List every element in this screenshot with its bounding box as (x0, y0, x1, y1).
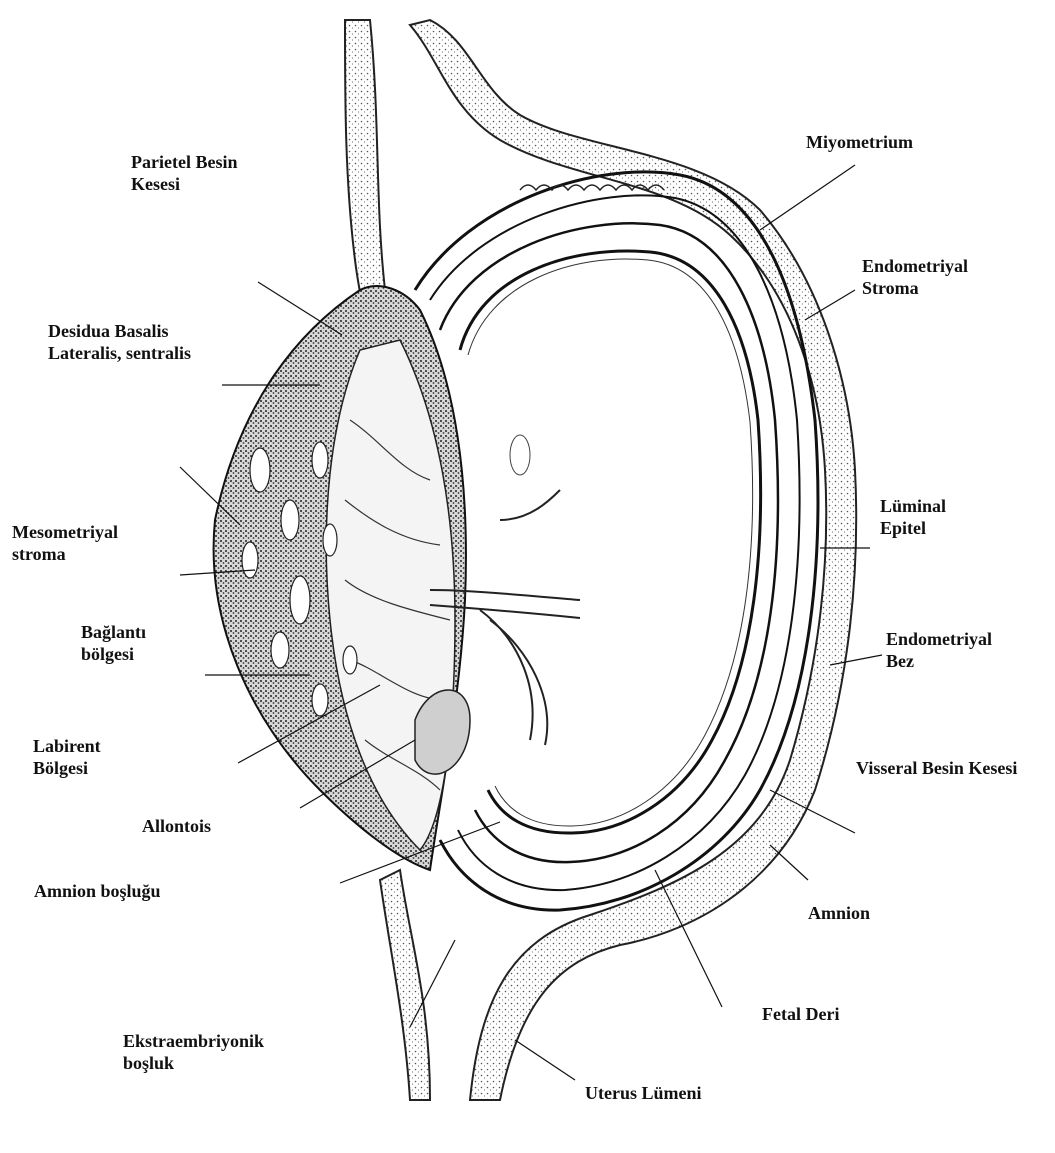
label-endometrial-stroma: Endometriyal Stroma (862, 255, 968, 299)
label-decidua-basalis: Desidua Basalis Lateralis, sentralis (48, 320, 191, 364)
lower-left-wall (380, 870, 430, 1100)
label-line: Bağlantı (81, 621, 146, 643)
label-line: Visseral Besin Kesesi (856, 757, 1017, 779)
label-line: Ekstraembriyonik (123, 1030, 264, 1052)
label-visceral-yolk-sac: Visseral Besin Kesesi (856, 757, 1017, 779)
label-luminal-epithelium: Lüminal Epitel (880, 495, 946, 539)
label-junctional-zone: Bağlantı bölgesi (81, 621, 146, 665)
label-myometrium: Miyometrium (806, 131, 913, 153)
embryo-eye (510, 435, 530, 475)
label-line: Endometriyal (862, 255, 968, 277)
label-mesometrial-stroma: Mesometriyal stroma (12, 521, 118, 565)
label-line: Endometriyal (886, 628, 992, 650)
label-line: Epitel (880, 517, 946, 539)
label-amnion: Amnion (808, 902, 870, 924)
label-allantois: Allontois (142, 815, 211, 837)
label-extraembryonic-cavity: Ekstraembriyonik boşluk (123, 1030, 264, 1074)
label-fetal-skin: Fetal Deri (762, 1003, 839, 1025)
visceral-yolk-sac-outer (415, 172, 818, 910)
label-labyrinth-zone: Labirent Bölgesi (33, 735, 101, 779)
label-amnion-cavity: Amnion boşluğu (34, 880, 161, 902)
label-line: Fetal Deri (762, 1003, 839, 1025)
fetal-skin (460, 251, 761, 833)
upper-uterine-wall (410, 20, 856, 1100)
label-line: Miyometrium (806, 131, 913, 153)
label-line: Kesesi (131, 173, 237, 195)
label-line: Amnion boşluğu (34, 880, 161, 902)
label-uterine-lumen: Uterus Lümeni (585, 1082, 702, 1104)
label-line: Labirent (33, 735, 101, 757)
label-line: boşluk (123, 1052, 264, 1074)
label-line: Bez (886, 650, 992, 672)
label-line: Amnion (808, 902, 870, 924)
amnion-membrane (440, 223, 778, 862)
label-line: Stroma (862, 277, 968, 299)
label-line: stroma (12, 543, 118, 565)
label-line: Mesometriyal (12, 521, 118, 543)
label-line: bölgesi (81, 643, 146, 665)
label-endometrial-gland: Endometriyal Bez (886, 628, 992, 672)
label-parietal-yolk-sac: Parietel Besin Kesesi (131, 151, 237, 195)
label-line: Lüminal (880, 495, 946, 517)
label-line: Lateralis, sentralis (48, 342, 191, 364)
label-line: Allontois (142, 815, 211, 837)
label-line: Uterus Lümeni (585, 1082, 702, 1104)
label-line: Desidua Basalis (48, 320, 191, 342)
label-line: Bölgesi (33, 757, 101, 779)
label-line: Parietel Besin (131, 151, 237, 173)
